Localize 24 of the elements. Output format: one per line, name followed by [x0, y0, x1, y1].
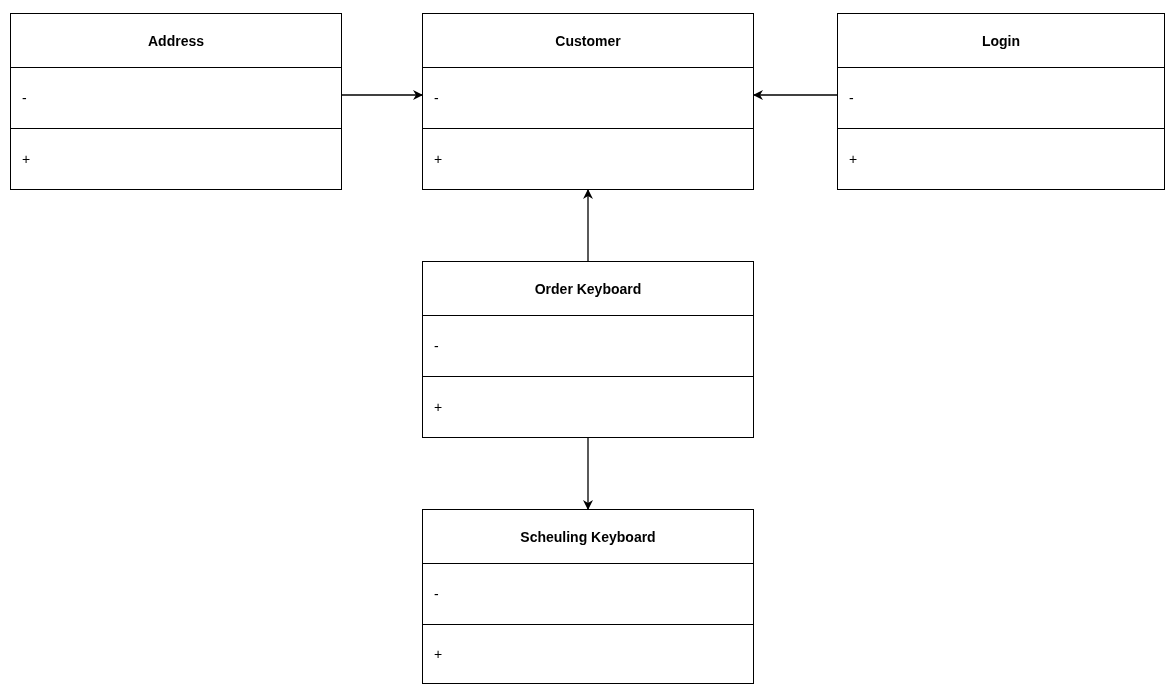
uml-class-box: [837, 13, 1165, 190]
operations-compartment: +: [21, 150, 32, 169]
class-name: Order Keyboard: [423, 262, 753, 316]
class-name: Customer: [423, 14, 753, 68]
operations-compartment: +: [433, 150, 444, 169]
association-arrow: [341, 90, 423, 100]
operations-compartment: +: [433, 398, 444, 417]
attributes-compartment: -: [423, 68, 753, 129]
attributes-compartment: -: [423, 564, 753, 625]
class-name: Login: [838, 14, 1164, 68]
uml-class-box: [10, 13, 342, 190]
association-arrow: [753, 90, 838, 100]
operations-compartment: +: [848, 150, 859, 169]
operations-compartment: +: [433, 645, 444, 664]
uml-class-box: [422, 261, 754, 438]
attributes-compartment: -: [838, 68, 1164, 129]
uml-class-box: [422, 13, 754, 190]
attributes-compartment: -: [11, 68, 341, 129]
association-arrow: [583, 437, 593, 510]
uml-class-box: [422, 509, 754, 684]
attributes-compartment: -: [423, 316, 753, 377]
association-arrow: [583, 189, 593, 262]
class-name: Scheuling Keyboard: [423, 510, 753, 564]
class-name: Address: [11, 14, 341, 68]
